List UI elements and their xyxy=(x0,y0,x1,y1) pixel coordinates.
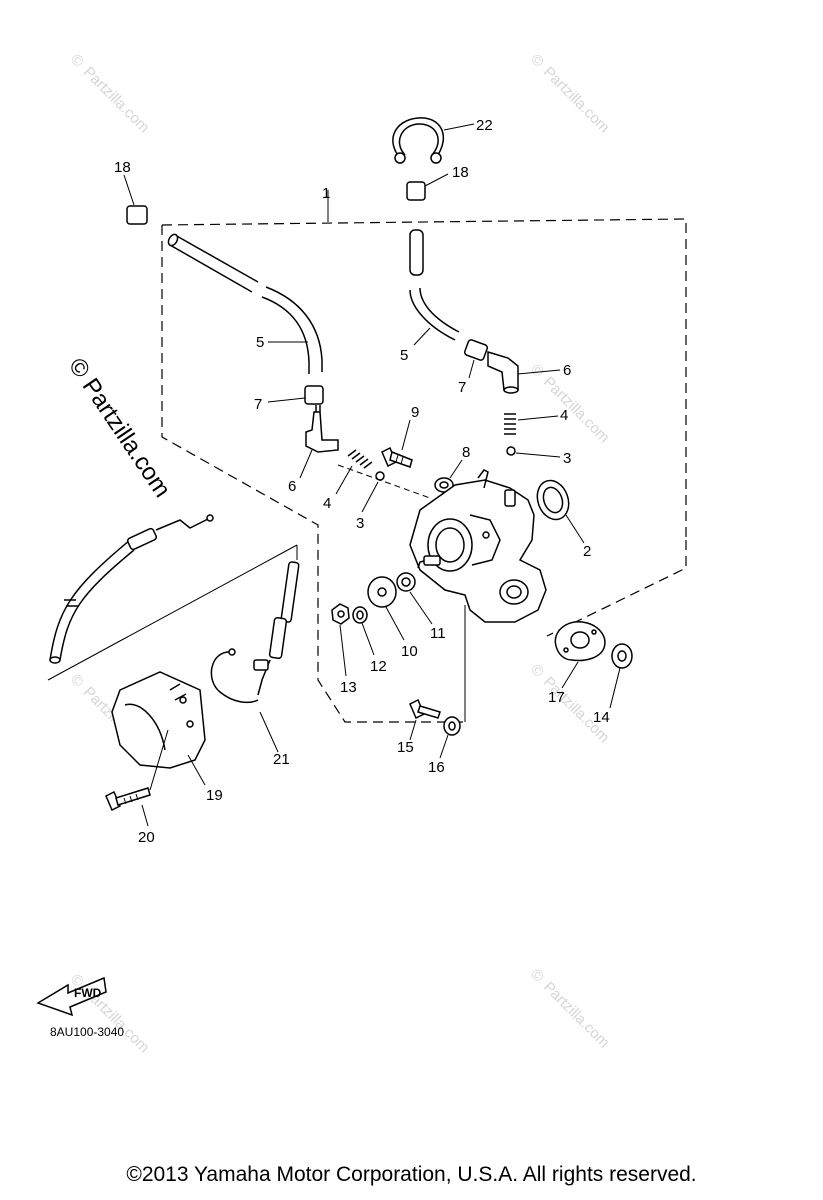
callout-2: 2 xyxy=(583,543,591,560)
part-washer-8 xyxy=(434,459,463,493)
part-elbow-6-right xyxy=(487,350,561,394)
part-seal-2 xyxy=(536,479,585,544)
part-cable-21 xyxy=(210,561,300,753)
axis-lines xyxy=(47,464,431,681)
watermark-text: Partzilla.com xyxy=(540,374,613,447)
callout-20: 20 xyxy=(138,829,155,846)
part-washer-11 xyxy=(396,572,433,625)
part-ball-3-right xyxy=(506,446,561,458)
watermark-mark: © xyxy=(527,661,547,681)
part-spring-4-left xyxy=(335,449,373,495)
callout-17: 17 xyxy=(548,689,565,706)
drawing-code: 8AU100-3040 xyxy=(50,1025,124,1039)
part-clip-22 xyxy=(392,117,475,164)
part-elbow-6-left xyxy=(299,405,339,479)
callout-13: 13 xyxy=(340,679,357,696)
watermark-text: Partzilla.com xyxy=(80,64,153,137)
callout-6-left: 6 xyxy=(288,478,296,495)
part-ball-3-left xyxy=(361,471,385,513)
watermark-mark: © xyxy=(527,361,547,381)
part-gasket-17 xyxy=(554,621,606,689)
callout-22: 22 xyxy=(476,117,493,134)
callout-5-left: 5 xyxy=(256,334,264,351)
callout-10: 10 xyxy=(401,643,418,660)
callout-11: 11 xyxy=(430,625,446,642)
part-washer-10 xyxy=(367,576,405,641)
part-nut-13 xyxy=(331,603,350,677)
part-bolt-15 xyxy=(409,698,441,741)
fwd-arrow-icon: FWD xyxy=(36,976,107,1017)
callout-7-right: 7 xyxy=(458,379,466,396)
watermark-mark: © xyxy=(527,966,547,986)
part-cover-19 xyxy=(111,671,206,786)
part-oil-pump-body xyxy=(409,469,547,623)
watermark-large: © Partzilla.com xyxy=(63,353,176,502)
callout-9: 9 xyxy=(411,404,419,421)
part-hose-5-left xyxy=(167,233,323,374)
part-hose-5-right xyxy=(409,229,460,346)
callout-3-right: 3 xyxy=(563,450,571,467)
part-fitting-7-right xyxy=(463,339,489,379)
callout-12: 12 xyxy=(370,658,387,675)
callout-15: 15 xyxy=(397,739,414,756)
callout-16: 16 xyxy=(428,759,445,776)
watermark-mark: © xyxy=(67,671,87,691)
callout-18-left: 18 xyxy=(114,159,131,176)
callout-5-right: 5 xyxy=(400,347,408,364)
part-bolt-20 xyxy=(105,729,169,827)
callout-4-left: 4 xyxy=(323,495,331,512)
assembly-boundary xyxy=(161,190,687,723)
callout-3-left: 3 xyxy=(356,515,364,532)
callout-14: 14 xyxy=(593,709,610,726)
part-washer-16 xyxy=(439,716,461,759)
part-cap-18-left xyxy=(123,174,148,225)
watermark-mark: © xyxy=(67,51,87,71)
fwd-label: FWD xyxy=(74,986,102,1000)
part-bolt-9 xyxy=(381,419,413,468)
watermarks: © Partzilla.com © Partzilla.com © Partzi… xyxy=(63,51,613,1056)
watermark-text: Partzilla.com xyxy=(540,979,613,1052)
part-fitting-7-left xyxy=(267,385,324,405)
callout-19: 19 xyxy=(206,787,223,804)
callout-8: 8 xyxy=(462,444,470,461)
part-spring-4-right xyxy=(504,413,559,435)
part-washer-14 xyxy=(609,643,633,709)
callout-4-right: 4 xyxy=(560,407,568,424)
copyright-notice: ©2013 Yamaha Motor Corporation, U.S.A. A… xyxy=(126,1163,697,1186)
part-lockwasher-12 xyxy=(352,606,375,656)
callout-1: 1 xyxy=(322,185,330,202)
callout-7-left: 7 xyxy=(254,396,262,413)
part-cable-upper xyxy=(49,514,214,664)
callout-21: 21 xyxy=(273,751,290,768)
watermark-mark: © xyxy=(527,51,547,71)
callout-18-upper: 18 xyxy=(452,164,469,181)
watermark-text: Partzilla.com xyxy=(540,64,613,137)
part-cap-18-upper xyxy=(406,173,449,201)
callout-6-right: 6 xyxy=(563,362,571,379)
callout-labels: 1 2 3 3 4 4 5 5 6 6 7 7 8 9 10 11 12 13 … xyxy=(114,117,610,846)
